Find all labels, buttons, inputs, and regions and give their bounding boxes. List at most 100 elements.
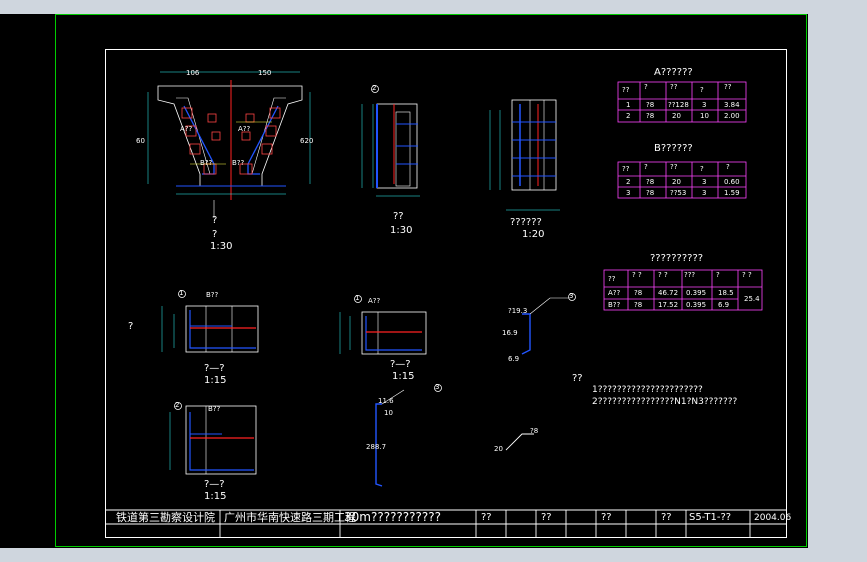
table-c-r1-c2: 17.52 bbox=[658, 301, 679, 309]
view-3-label: ?????? bbox=[510, 217, 542, 228]
table-c-r0-c0: A?? bbox=[608, 289, 621, 297]
main-section bbox=[147, 71, 311, 218]
table-b-r1-c2: ??53 bbox=[670, 189, 687, 197]
view-2-label: ?? bbox=[393, 211, 404, 222]
detail-1 bbox=[161, 290, 259, 353]
table-b-header-0: ?? bbox=[622, 165, 630, 173]
detail-2 bbox=[339, 295, 427, 355]
table-a-grid bbox=[617, 81, 747, 123]
table-a-r1-c0: 2 bbox=[626, 112, 631, 120]
table-b-r0-c3: 3 bbox=[702, 178, 707, 186]
table-c-header-5: ? ? bbox=[742, 271, 752, 279]
table-b-r1-c3: 3 bbox=[702, 189, 707, 197]
title-date: 2004.06 bbox=[754, 513, 792, 523]
table-a-title: A?????? bbox=[654, 67, 693, 78]
detail-2-marker: 1 bbox=[355, 294, 360, 302]
label-b-right: B?? bbox=[232, 159, 245, 167]
drawing-border-outer bbox=[55, 14, 807, 547]
bar-1-dim-b: 6.9 bbox=[508, 355, 520, 363]
bar-2-dim-b: 288.7 bbox=[366, 443, 387, 451]
label-a-right: A?? bbox=[238, 125, 251, 133]
table-c-r1-c1: ?8 bbox=[634, 301, 643, 309]
table-c-header-3: ??? bbox=[684, 271, 696, 279]
table-c-title: ?????????? bbox=[650, 253, 704, 264]
title-cell-4: ?? bbox=[661, 512, 672, 523]
detail-2-label: ?—? bbox=[390, 359, 411, 370]
table-c-r0-c2: 46.72 bbox=[658, 289, 679, 297]
table-a-r1-c4: 2.00 bbox=[724, 112, 740, 120]
bar-2-dim-c: 10 bbox=[384, 409, 393, 417]
bar-3-dim-b: ?8 bbox=[530, 427, 539, 435]
detail-3-tag: B?? bbox=[208, 405, 221, 413]
view-2-marker: 2 bbox=[372, 84, 377, 92]
cad-viewport[interactable]: 106 150 620 60 A?? A?? B?? B?? ? ? 1:30 … bbox=[0, 14, 808, 548]
table-b-r1-c4: 1.59 bbox=[724, 189, 740, 197]
table-a-r0-c1: ?8 bbox=[646, 101, 655, 109]
view-3 bbox=[489, 99, 560, 211]
drawing-sheet bbox=[105, 49, 787, 538]
bar-3-dim-a: 20 bbox=[494, 445, 503, 453]
detail-2-scale: 1:15 bbox=[392, 371, 415, 382]
bar-2-marker: 3 bbox=[435, 383, 440, 391]
title-project: 广州市华南快速路三期工程 bbox=[224, 511, 356, 524]
bar-shapes bbox=[375, 293, 576, 487]
table-a-header-3: ? bbox=[700, 86, 704, 94]
table-b-header-1: ? bbox=[644, 163, 648, 171]
title-drawing-number: S5-T1-?? bbox=[689, 512, 732, 523]
dim-106: 106 bbox=[186, 69, 200, 77]
title-org: 铁道第三勘察设计院 bbox=[116, 511, 215, 524]
table-c-header-4: ? bbox=[716, 271, 720, 279]
bar-1-dim-c: 16.9 bbox=[502, 329, 518, 337]
drawing-canvas bbox=[106, 71, 786, 538]
view-3-scale: 1:20 bbox=[522, 229, 545, 240]
table-c-grid bbox=[603, 269, 763, 311]
table-c-r1-c0: B?? bbox=[608, 301, 621, 309]
detail-1-marker: 1 bbox=[179, 289, 184, 297]
table-a-header-2: ?? bbox=[670, 83, 678, 91]
table-a-r0-c4: 3.84 bbox=[724, 101, 740, 109]
detail-1-side-label: ? bbox=[128, 321, 134, 332]
view-2-scale: 1:30 bbox=[390, 225, 413, 236]
notes-heading: ?? bbox=[572, 373, 583, 384]
detail-1-label: ?—? bbox=[204, 363, 225, 374]
title-cell-2: ?? bbox=[541, 512, 552, 523]
table-b-r0-c1: ?8 bbox=[646, 178, 655, 186]
detail-2-tag: A?? bbox=[368, 297, 381, 305]
notes-line-1: 1?????????????????????? bbox=[592, 385, 703, 395]
detail-3 bbox=[169, 402, 257, 475]
label-b-left: B?? bbox=[200, 159, 213, 167]
section-main-scale: 1:30 bbox=[210, 241, 233, 252]
table-c-header-2: ? ? bbox=[658, 271, 668, 279]
detail-1-tag: B?? bbox=[206, 291, 219, 299]
detail-3-label: ?—? bbox=[204, 479, 225, 490]
table-b-r1-c0: 3 bbox=[626, 189, 631, 197]
table-a-r1-c2: 20 bbox=[672, 112, 681, 120]
table-c-r1-c3: 0.395 bbox=[686, 301, 707, 309]
table-c-r1-c4: 6.9 bbox=[718, 301, 730, 309]
table-a-header-4: ?? bbox=[724, 83, 732, 91]
bar-2-dim-a: 11.6 bbox=[378, 397, 394, 405]
title-cell-3: ?? bbox=[601, 512, 612, 523]
table-b-header-4: ? bbox=[726, 163, 730, 171]
label-a-left: A?? bbox=[180, 125, 193, 133]
dim-60: 60 bbox=[136, 137, 145, 145]
view-2 bbox=[361, 85, 420, 197]
table-b-header-2: ?? bbox=[670, 163, 678, 171]
table-c-header-1: ? ? bbox=[632, 271, 642, 279]
notes-line-2: 2????????????????N1?N3??????? bbox=[592, 397, 738, 407]
detail-3-scale: 1:15 bbox=[204, 491, 227, 502]
bar-1-dim-a: ?19.3 bbox=[508, 307, 528, 315]
detail-3-marker: 2 bbox=[175, 401, 180, 409]
table-a-header-0: ?? bbox=[622, 86, 630, 94]
dim-150: 150 bbox=[258, 69, 272, 77]
table-a-r0-c0: 1 bbox=[626, 101, 631, 109]
table-a-r1-c1: ?8 bbox=[646, 112, 655, 120]
table-b-r0-c0: 2 bbox=[626, 178, 631, 186]
table-b-r0-c2: 20 bbox=[672, 178, 681, 186]
table-b-grid bbox=[617, 161, 747, 199]
table-a-r0-c3: 3 bbox=[702, 101, 707, 109]
table-a-r0-c2: ??128 bbox=[668, 101, 689, 109]
table-c-r0-c3: 0.395 bbox=[686, 289, 707, 297]
title-block-grid bbox=[106, 509, 786, 538]
table-b-r0-c4: 0.60 bbox=[724, 178, 740, 186]
